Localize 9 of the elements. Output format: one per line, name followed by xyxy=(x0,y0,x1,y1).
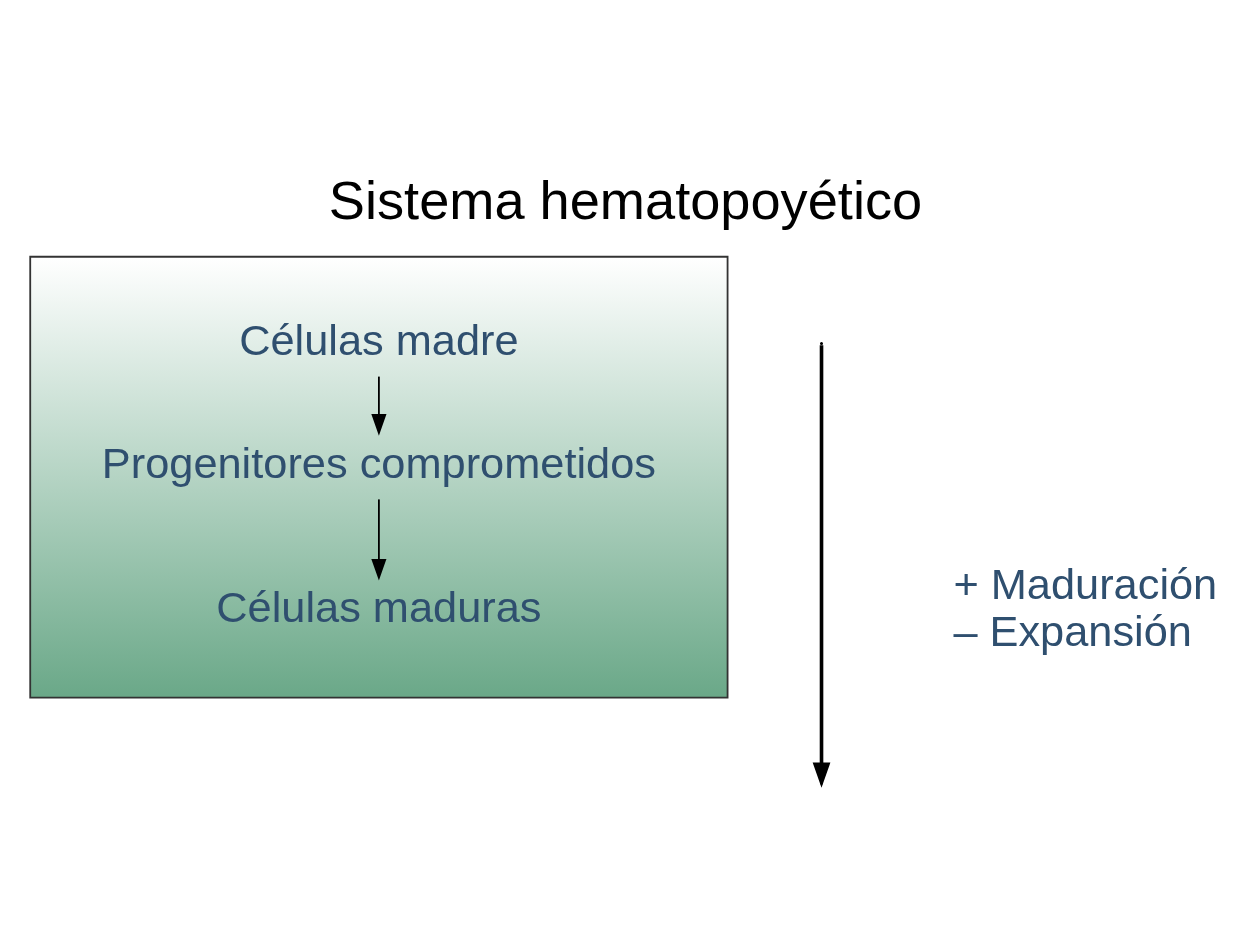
node-text: Células madre xyxy=(239,315,519,364)
cluster xyxy=(29,255,729,699)
node-text: Células maduras xyxy=(216,583,542,632)
label: + Maduración xyxy=(953,559,1218,608)
arrow xyxy=(371,498,387,581)
arrow xyxy=(371,375,387,436)
diagram-title: Sistema hematopoyético xyxy=(328,169,923,230)
node-text: Progenitores comprometidos xyxy=(101,438,656,487)
label: – Expansión xyxy=(953,606,1192,655)
